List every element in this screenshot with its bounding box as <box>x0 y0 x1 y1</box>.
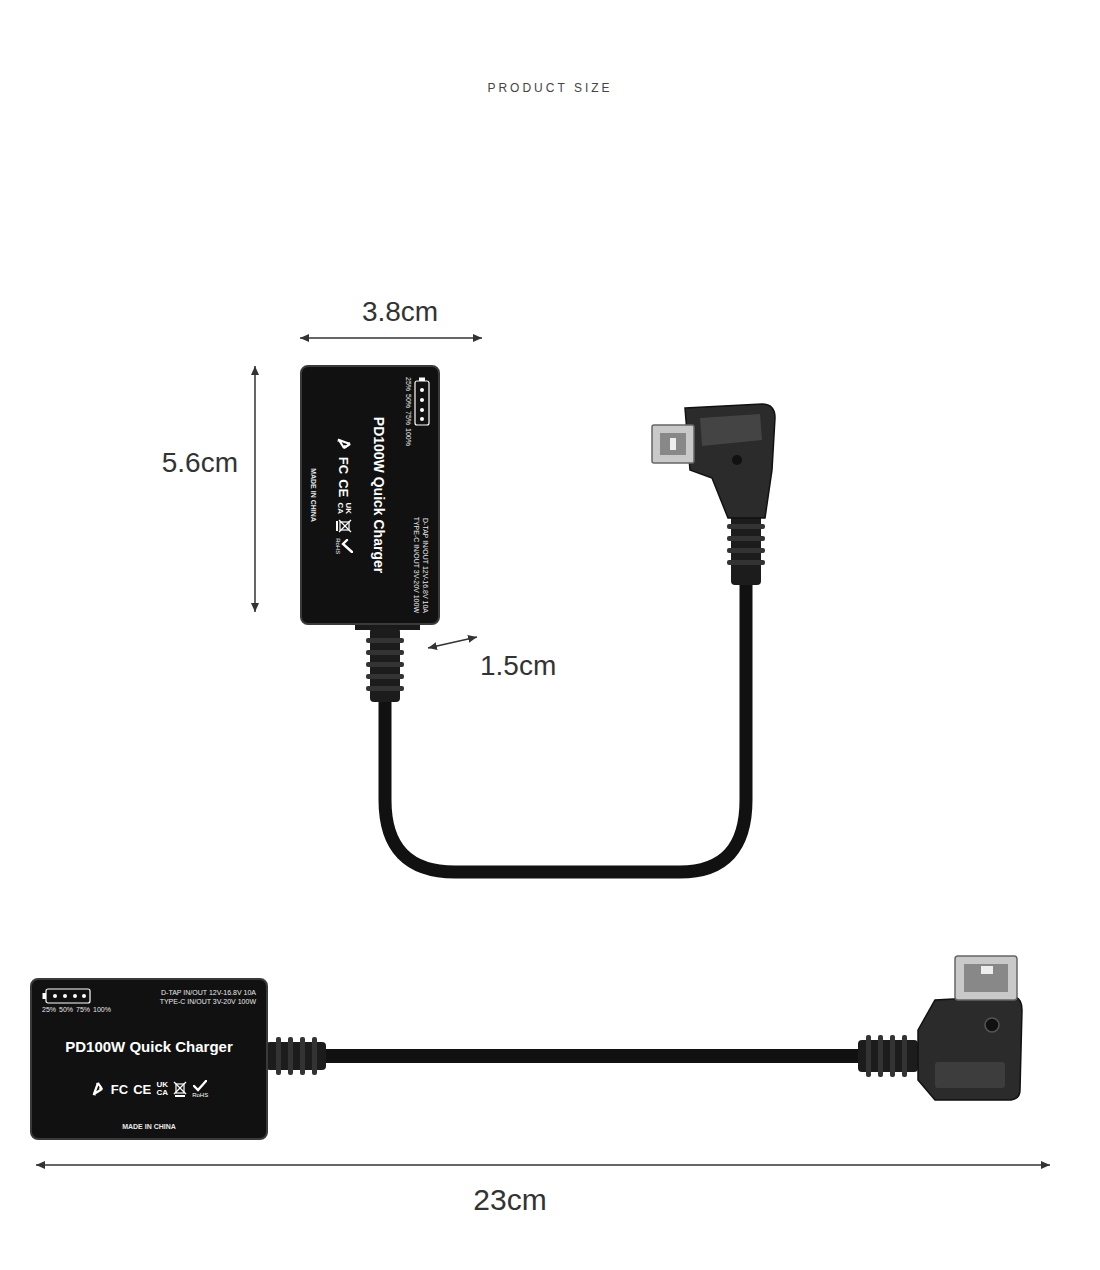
strain-relief <box>366 628 404 702</box>
dimension-label: 3.8cm <box>330 296 470 328</box>
strain-relief <box>858 1035 918 1077</box>
origin-text: MADE IN CHINA <box>310 377 317 613</box>
weee-symbol <box>336 519 352 533</box>
dimension-line <box>254 366 256 612</box>
cert-mark: UK CA <box>336 502 352 514</box>
percent-label: 25% <box>42 1006 56 1013</box>
label-face: 25%50%75%100% D-TAP IN/OUT 12V-16.8V 10AT… <box>32 980 266 1138</box>
spec-block: D-TAP IN/OUT 12V-16.8V 10ATYPE-C IN/OUT … <box>160 988 256 1006</box>
percent-row: 25% 50% 75% 100% <box>405 377 412 446</box>
product-name: PD100W Quick Charger <box>371 377 387 613</box>
battery-icon <box>42 988 92 1004</box>
strain-relief <box>727 515 765 585</box>
battery-icon <box>414 377 430 427</box>
cert-mark: UK CA <box>156 1081 168 1097</box>
percent-label: 50% <box>59 1006 73 1013</box>
dtap-plug <box>652 404 775 518</box>
recycle-symbol <box>90 1081 106 1097</box>
dimension-line <box>300 337 482 339</box>
cert-mark: RoHS <box>335 538 341 554</box>
percent-label: 75% <box>405 411 412 425</box>
strain-relief <box>266 1037 326 1075</box>
spec-text: D-TAP IN/OUT 12V-16.8V 10A <box>421 517 430 613</box>
page-title: PRODUCT SIZE <box>0 81 1100 95</box>
charger-housing: 25% 50% 75% 100% D-TAP IN/OUT 12V-16.8V 10AT… <box>300 365 440 625</box>
dtap-plug <box>918 956 1022 1100</box>
percent-row: 25%50%75%100% <box>42 1006 111 1013</box>
weee-symbol <box>173 1081 187 1097</box>
dimension-line <box>36 1164 1050 1166</box>
cable <box>320 1049 865 1063</box>
cert-marks: FC CE UK CA RoHS <box>335 377 353 613</box>
product-name: PD100W Quick Charger <box>42 1038 256 1055</box>
spec-text: TYPE-C IN/OUT 3V-20V 100W <box>412 517 421 613</box>
cert-mark: FC <box>337 457 352 474</box>
percent-label: 100% <box>93 1006 111 1013</box>
check-symbol <box>341 539 353 553</box>
cable <box>385 580 746 872</box>
cert-marks: FC CE UK CA RoHS <box>42 1080 256 1098</box>
percent-label: 50% <box>405 394 412 408</box>
spec-text: TYPE-C IN/OUT 3V-20V 100W <box>160 997 256 1006</box>
cert-mark: CE <box>133 1082 151 1097</box>
origin-text: MADE IN CHINA <box>42 1123 256 1130</box>
dimension-line <box>428 637 477 648</box>
spec-block: D-TAP IN/OUT 12V-16.8V 10ATYPE-C IN/OUT … <box>412 517 430 613</box>
battery-indicator: 25%50%75%100% <box>42 988 111 1013</box>
spec-text: D-TAP IN/OUT 12V-16.8V 10A <box>160 988 256 997</box>
label-face: 25% 50% 75% 100% D-TAP IN/OUT 12V-16.8V 10AT… <box>302 367 438 623</box>
dimension-label: 1.5cm <box>480 650 590 682</box>
percent-label: 100% <box>405 428 412 446</box>
rohs-mark: RoHS <box>335 538 353 554</box>
dimension-label: 23cm <box>430 1183 590 1217</box>
percent-label: 25% <box>405 377 412 391</box>
cert-mark: FC <box>111 1082 128 1097</box>
dimension-label: 5.6cm <box>110 447 238 479</box>
rohs-mark: RoHS <box>192 1080 208 1098</box>
check-symbol <box>193 1080 207 1092</box>
cert-mark: CE <box>337 479 352 497</box>
cert-mark: RoHS <box>192 1092 208 1098</box>
info-row: 25% 50% 75% 100% D-TAP IN/OUT 12V-16.8V 10AT… <box>405 377 430 613</box>
info-row: 25%50%75%100% D-TAP IN/OUT 12V-16.8V 10AT… <box>42 988 256 1013</box>
percent-label: 75% <box>76 1006 90 1013</box>
recycle-symbol <box>336 436 352 452</box>
charger-housing: 25%50%75%100% D-TAP IN/OUT 12V-16.8V 10AT… <box>30 978 268 1140</box>
battery-indicator: 25% 50% 75% 100% <box>405 377 430 446</box>
